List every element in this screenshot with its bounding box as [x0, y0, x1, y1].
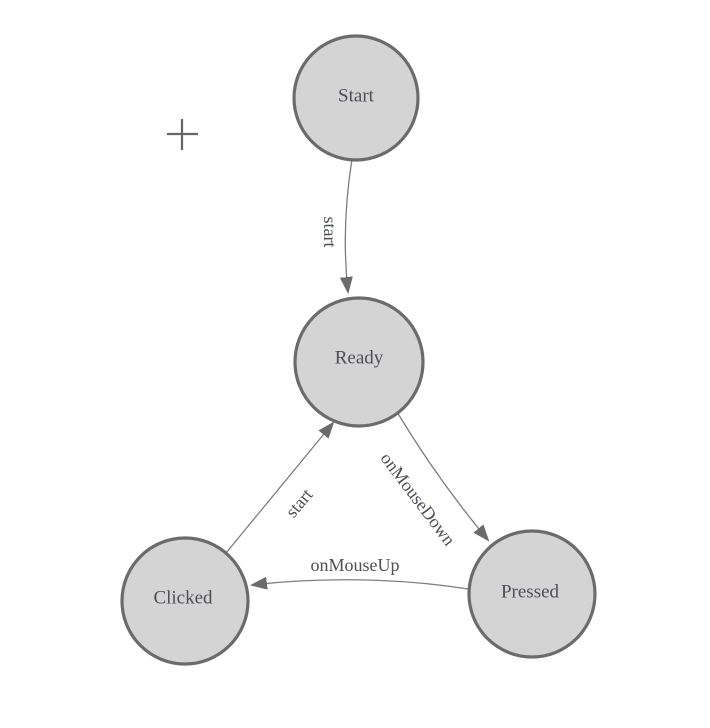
- state-node-ready[interactable]: Ready: [293, 296, 425, 428]
- transition-edge-ready-to-pressed[interactable]: onMouseDown: [377, 411, 490, 550]
- state-label: Pressed: [501, 582, 560, 603]
- transition-edge-clicked-to-ready[interactable]: start: [225, 421, 335, 554]
- transition-label: start: [320, 217, 340, 248]
- state-label: Clicked: [153, 588, 213, 609]
- transition-label: start: [281, 485, 316, 522]
- edge-line[interactable]: [250, 576, 469, 590]
- state-node-start[interactable]: Start: [292, 34, 420, 162]
- state-circle[interactable]: [467, 529, 597, 659]
- transition-label: onMouseUp: [311, 555, 400, 575]
- state-circle[interactable]: [292, 34, 420, 162]
- state-circle[interactable]: [120, 536, 250, 666]
- state-label: Start: [338, 86, 375, 107]
- transition-edge-pressed-to-clicked[interactable]: onMouseUp: [250, 555, 469, 590]
- state-node-pressed[interactable]: Pressed: [467, 529, 597, 659]
- state-label: Ready: [335, 348, 384, 369]
- edge-line[interactable]: [339, 158, 353, 294]
- state-node-clicked[interactable]: Clicked: [120, 536, 250, 666]
- edge-line[interactable]: [225, 421, 335, 554]
- crosshair-cursor-icon: [167, 119, 198, 150]
- state-circle[interactable]: [293, 296, 425, 428]
- edge-line[interactable]: [396, 411, 490, 542]
- transition-edge-start-to-ready[interactable]: start: [320, 158, 353, 294]
- transition-label: onMouseDown: [377, 449, 460, 550]
